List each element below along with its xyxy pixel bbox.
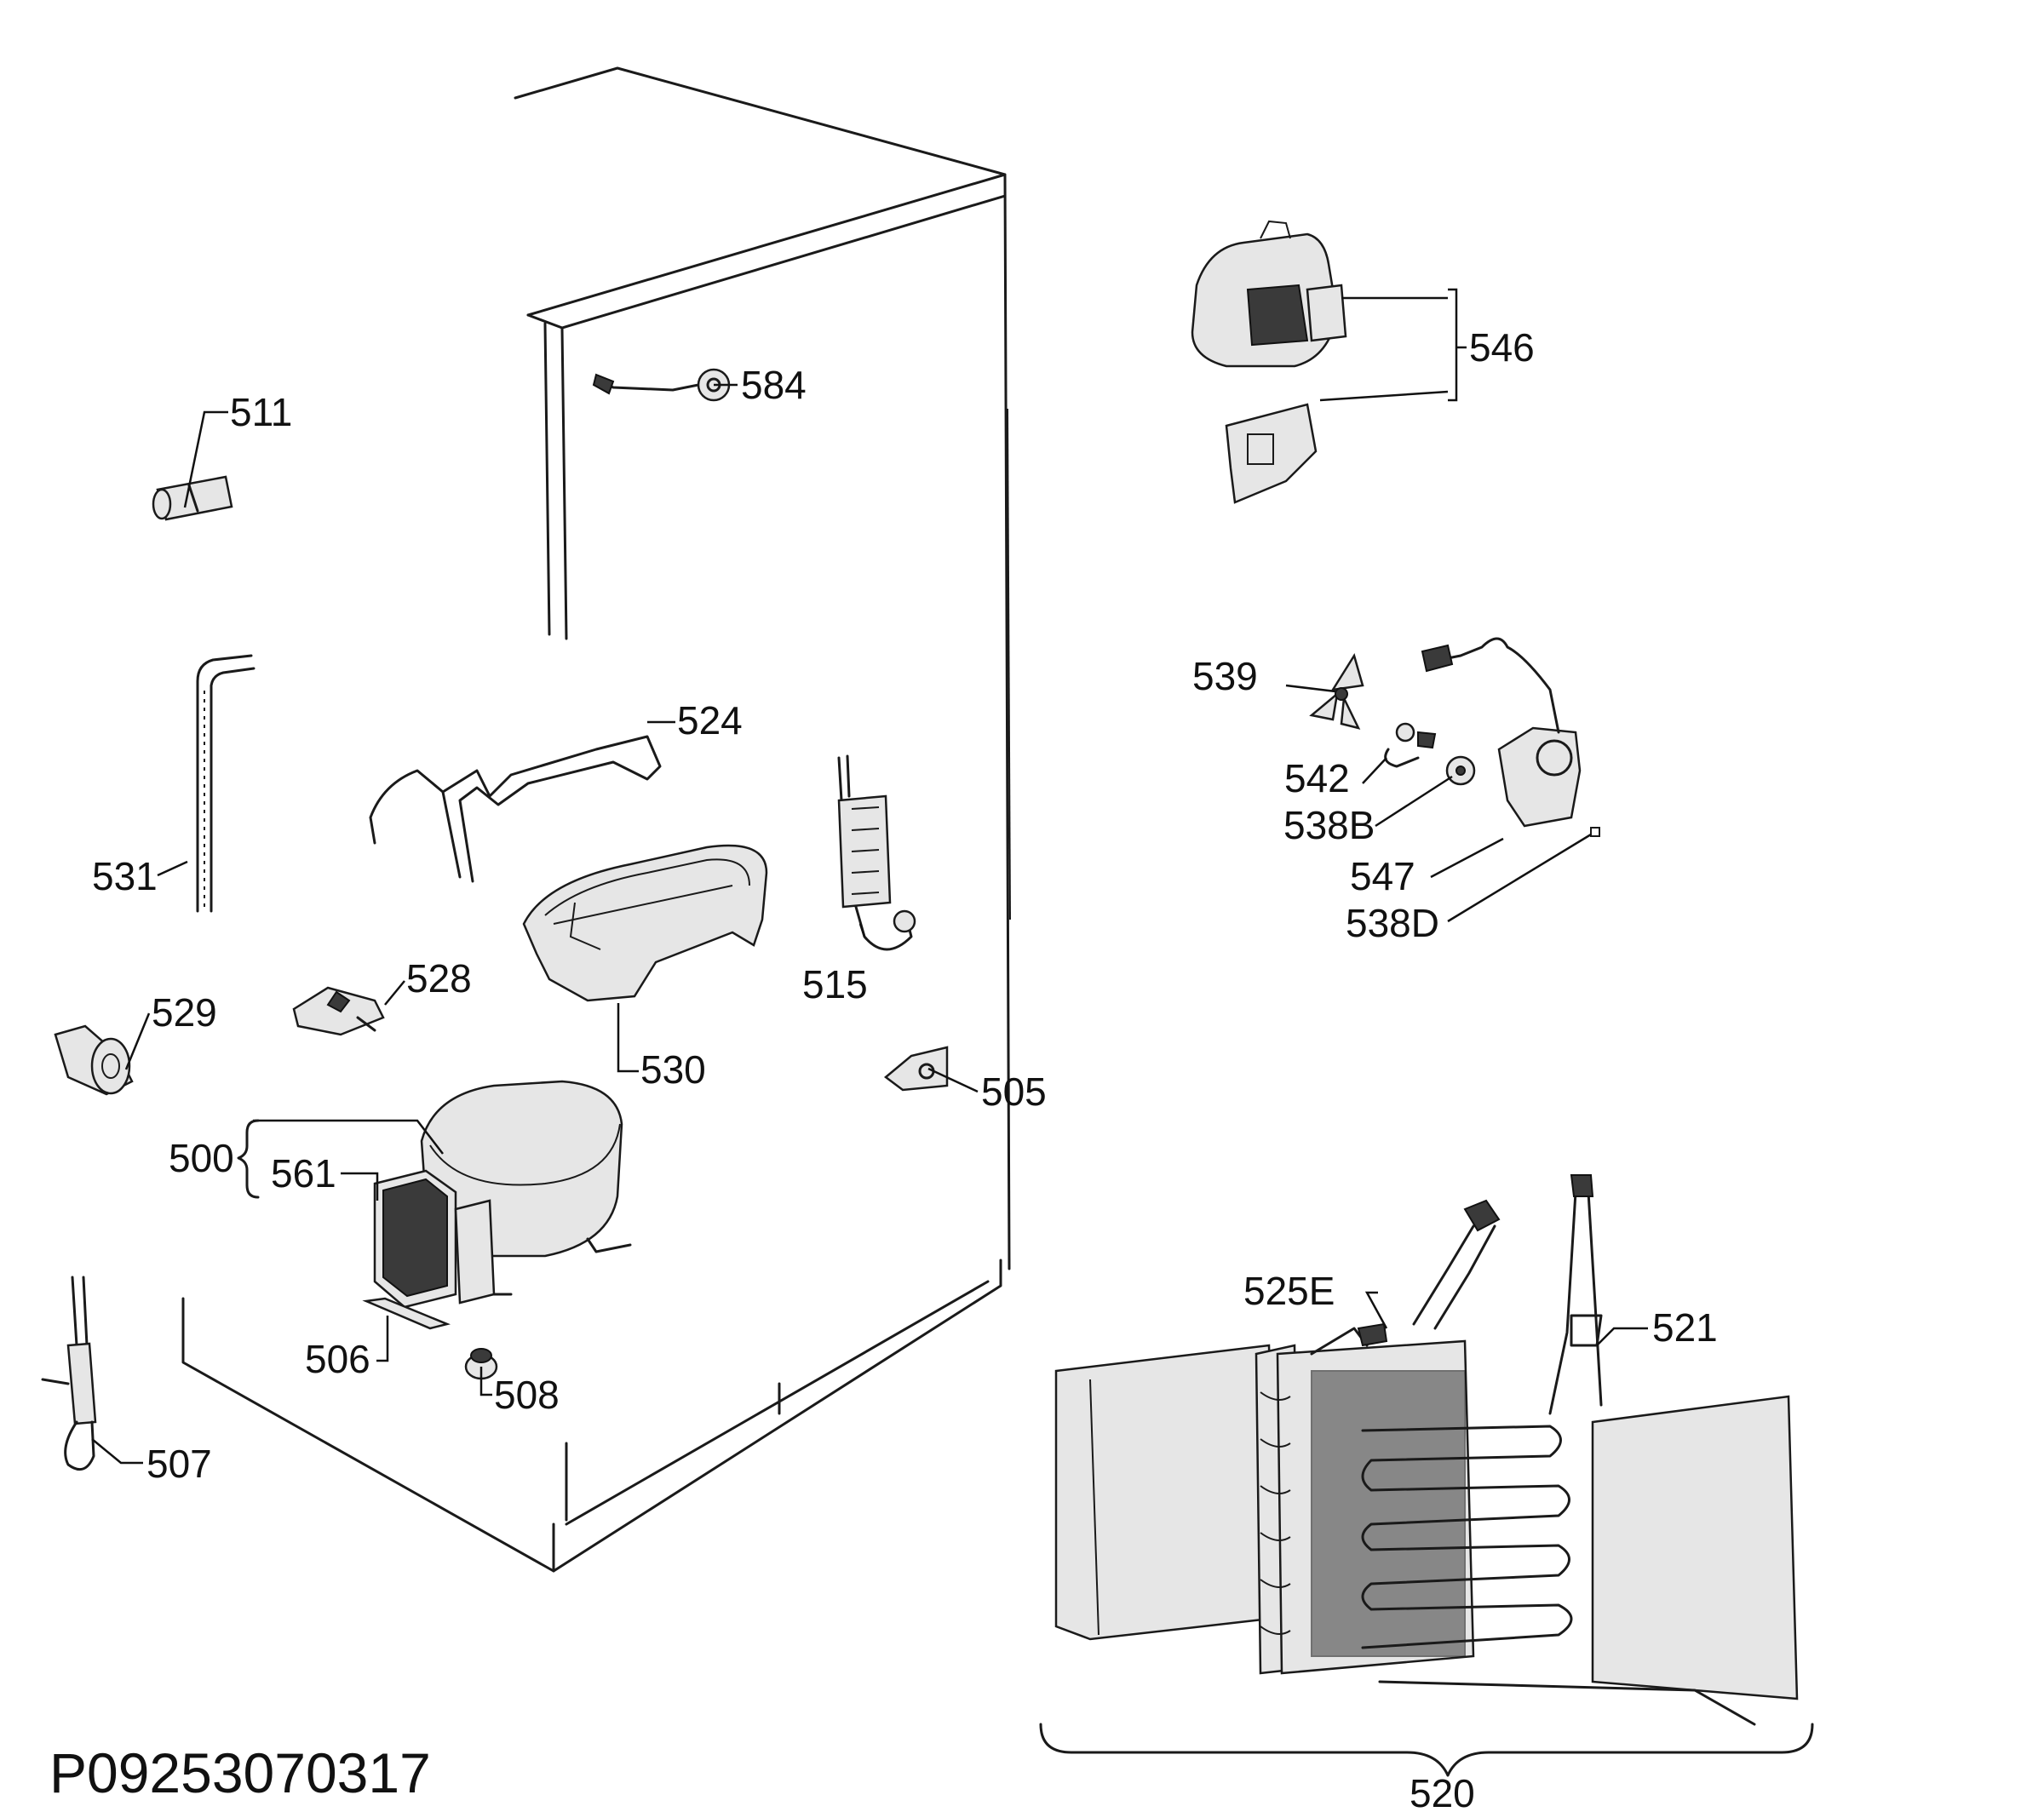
label-561: 561 [271, 1151, 336, 1196]
part-507-overload [41, 1276, 97, 1471]
part-542-bracket [1384, 722, 1437, 768]
part-538D-screw [1590, 827, 1600, 837]
label-500: 500 [169, 1136, 234, 1180]
brace-500 [237, 1119, 260, 1199]
callout-labels: 511 584 546 539 542 538B 547 538D 524 53… [92, 325, 1718, 1812]
part-561-relay [373, 1169, 496, 1309]
label-528: 528 [406, 956, 472, 1001]
part-511-sleeve [152, 475, 233, 521]
brace-520 [1039, 1723, 1814, 1777]
part-538B-gear [1445, 755, 1476, 786]
label-524: 524 [677, 698, 743, 743]
label-525E: 525E [1243, 1269, 1335, 1313]
label-515: 515 [802, 962, 868, 1006]
label-538D: 538D [1346, 901, 1439, 945]
part-547-fan-motor [1421, 637, 1582, 828]
label-520: 520 [1410, 1771, 1475, 1812]
label-511: 511 [230, 390, 292, 434]
part-528-thermostat [292, 986, 385, 1036]
label-521: 521 [1652, 1305, 1718, 1350]
label-547: 547 [1350, 854, 1415, 898]
label-531: 531 [92, 854, 158, 898]
part-505-clip [883, 1046, 949, 1092]
part-584-sensor [592, 368, 731, 402]
part-531-insulated-pipe [196, 654, 256, 913]
label-538B: 538B [1283, 803, 1375, 847]
label-506: 506 [305, 1337, 370, 1381]
part-530-drip-tray [522, 844, 768, 1002]
label-505: 505 [981, 1069, 1047, 1114]
part-546-defrost-timer [1191, 220, 1347, 504]
label-529: 529 [152, 990, 217, 1035]
leader-lines [91, 288, 1648, 1465]
label-584: 584 [741, 363, 807, 407]
drawing-code: P09253070317 [49, 1741, 431, 1804]
label-542: 542 [1284, 756, 1350, 800]
label-508: 508 [494, 1373, 560, 1417]
part-529-relay-cap [54, 1024, 134, 1096]
part-524-tube [369, 735, 662, 883]
cabinet-outline [181, 66, 1011, 1573]
label-539: 539 [1192, 654, 1258, 698]
label-530: 530 [640, 1047, 706, 1092]
label-546: 546 [1469, 325, 1535, 370]
part-515-cord-heater [837, 754, 916, 951]
part-506-bracket [362, 1297, 451, 1330]
label-507: 507 [146, 1442, 212, 1486]
part-539-fan-blade [1309, 652, 1364, 730]
part-520-evaporator [1054, 1174, 1799, 1726]
